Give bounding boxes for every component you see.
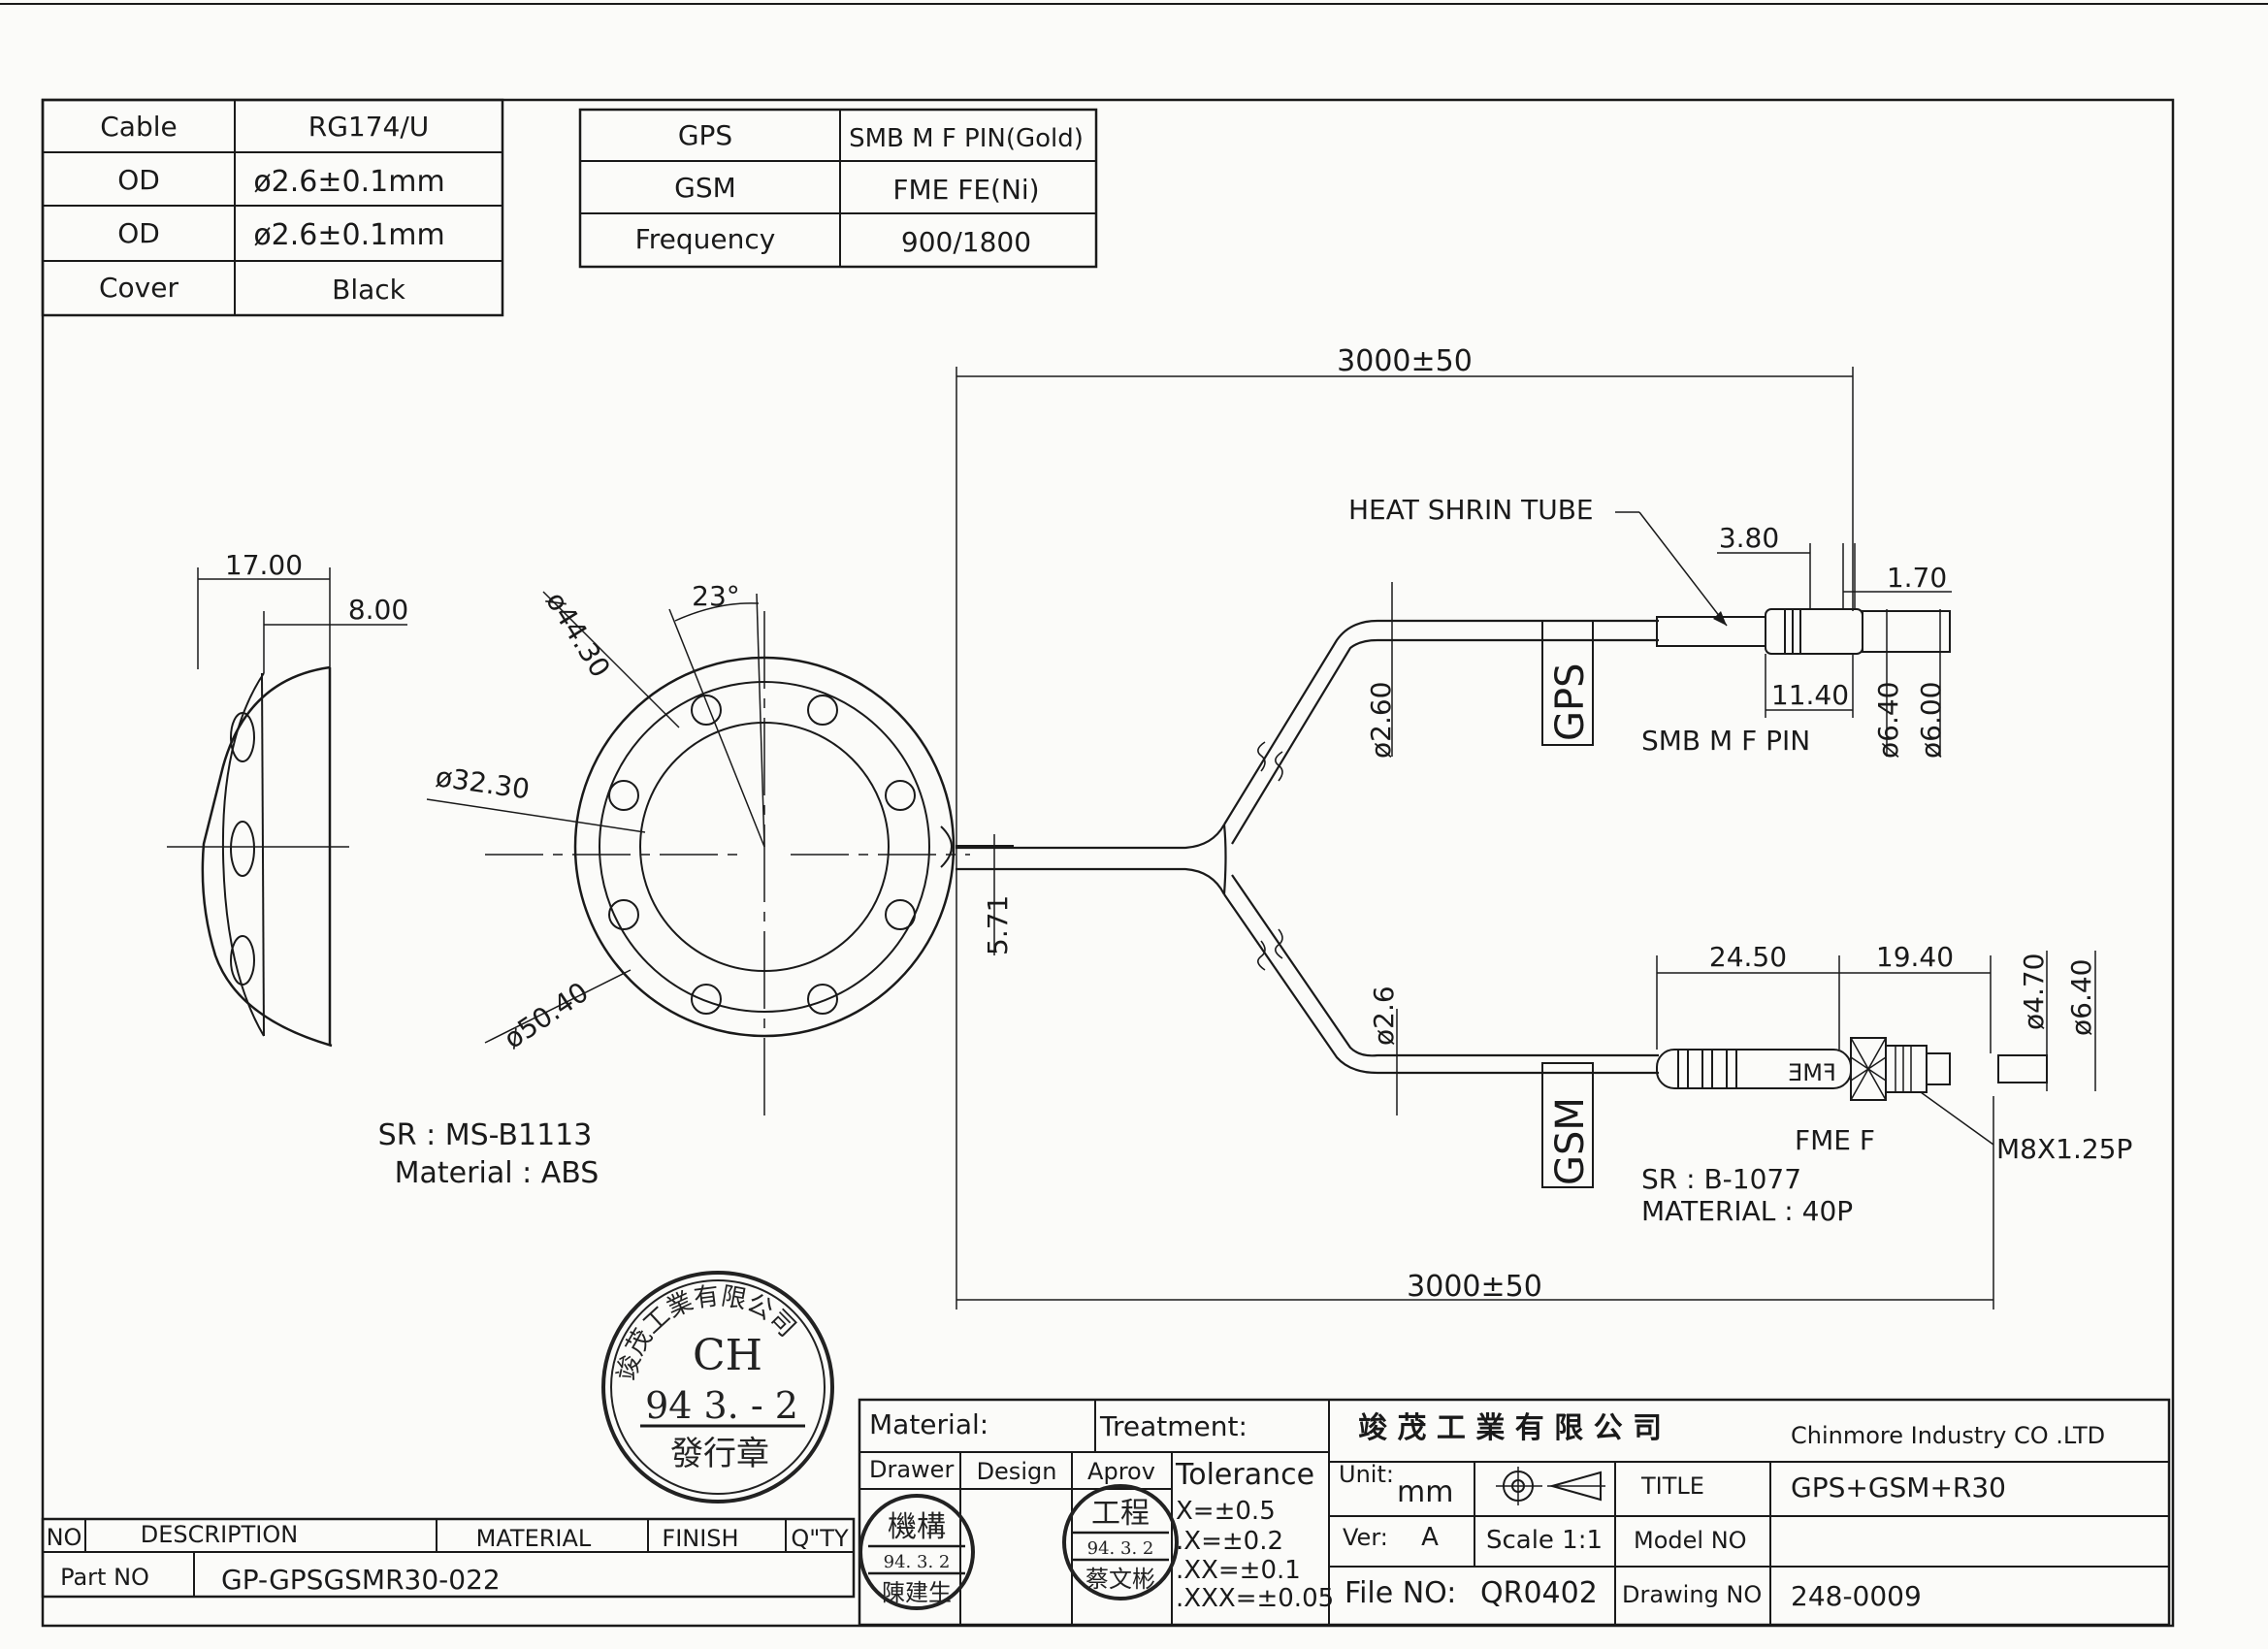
parts-list: NO DESCRIPTION MATERIAL FINISH Q"TY Part…	[41, 1517, 856, 1599]
tb-drawing-no-label: Drawing NO	[1622, 1581, 1762, 1608]
fme-mark: FME	[1788, 1059, 1836, 1086]
od-value-1: ø2.6±0.1mm	[253, 165, 444, 199]
dim-smb-380: 3.80	[1719, 522, 1779, 554]
tb-model-no-label: Model NO	[1634, 1527, 1747, 1554]
dim-fme-1940: 19.40	[1876, 941, 1954, 973]
fme-f-label: FME F	[1795, 1124, 1875, 1156]
frequency-value: 900/1800	[901, 226, 1031, 258]
title-block: Material: Treatment: 竣 茂 工 業 有 限 公 司 Chi…	[858, 1398, 2171, 1627]
cover-label: Cover	[99, 272, 178, 304]
gsm-value: FME FE(Ni)	[892, 174, 1039, 206]
cable-assembly: 5.71 ø2.60 ø2.6 GPS GSM	[956, 344, 2132, 1310]
parts-description-header: DESCRIPTION	[141, 1521, 298, 1548]
antenna-side-view: 17.00 8.00 SR : MS-B1113 Material : ABS	[167, 549, 599, 1190]
material-gsm-text: MATERIAL : 40P	[1641, 1195, 1853, 1227]
cover-value: Black	[332, 274, 406, 306]
dim-smb-170: 1.70	[1887, 562, 1947, 594]
antenna-top-view: 23° ø44.30 ø32.30 ø50.40	[426, 580, 970, 1116]
tb-company-cn: 竣 茂 工 業 有 限 公 司	[1358, 1411, 1662, 1445]
tb-file-no-label: File NO:	[1345, 1576, 1456, 1610]
gsm-label: GSM	[674, 172, 736, 204]
aprov-seal: 工程 94. 3. 2 蔡文彬	[1062, 1484, 1179, 1600]
drawer-seal-top: 機構	[888, 1510, 946, 1544]
company-seal-date: 94 3. - 2	[645, 1384, 798, 1427]
tb-title-label: TITLE	[1640, 1472, 1704, 1500]
parts-material-header: MATERIAL	[476, 1525, 592, 1552]
aprov-seal-name: 蔡文彬	[1085, 1566, 1155, 1593]
od-value-2: ø2.6±0.1mm	[253, 218, 444, 252]
tb-tol-3: .XX=±0.1	[1176, 1556, 1301, 1585]
dim-length-bottom: 3000±50	[1407, 1270, 1542, 1304]
dim-fme-2450: 24.50	[1709, 941, 1787, 973]
dim-side-depth: 8.00	[348, 594, 408, 626]
part-no-label: Part NO	[60, 1564, 149, 1591]
dim-gsm-cable-d: ø2.6	[1368, 986, 1400, 1046]
drawer-seal: 機構 94. 3. 2 陳建生	[859, 1494, 975, 1610]
tb-ver-value: A	[1421, 1523, 1439, 1552]
dim-cable-exit: 5.71	[982, 895, 1014, 955]
smb-pin-label: SMB M F PIN	[1641, 725, 1810, 757]
company-seal: 竣茂工業有限公司 CH 94 3. - 2 發行章	[601, 1271, 834, 1504]
dim-d50: ø50.40	[498, 976, 594, 1055]
tb-unit-label: Unit:	[1339, 1461, 1394, 1488]
parts-qty-header: Q"TY	[791, 1525, 849, 1552]
dim-fme-d470: ø4.70	[2018, 954, 2050, 1030]
company-seal-top: CH	[693, 1331, 762, 1380]
gps-value: SMB M F PIN(Gold)	[849, 124, 1084, 153]
dim-smb-1140: 11.40	[1771, 679, 1849, 711]
material-antenna-text: Material : ABS	[395, 1156, 599, 1190]
tb-tol-1: X=±0.5	[1176, 1497, 1276, 1526]
dim-side-width: 17.00	[225, 549, 303, 581]
sr-antenna-text: SR : MS-B1113	[378, 1118, 593, 1152]
cable-value: RG174/U	[308, 111, 430, 143]
dim-smb-d600: ø6.00	[1915, 682, 1947, 759]
tb-file-no-value: QR0402	[1480, 1576, 1598, 1610]
part-no-value: GP-GPSGSMR30-022	[221, 1564, 501, 1596]
tb-scale: Scale 1:1	[1486, 1526, 1603, 1555]
gsm-tag: GSM	[1548, 1097, 1593, 1185]
tb-aprov: Aprov	[1087, 1458, 1155, 1485]
tb-title-value: GPS+GSM+R30	[1791, 1471, 2006, 1504]
drawing-border	[41, 98, 2175, 1628]
tb-material: Material:	[869, 1408, 988, 1440]
dim-gps-cable-d: ø2.60	[1365, 682, 1397, 759]
dim-fme-d640: ø6.40	[2065, 959, 2097, 1036]
frequency-label: Frequency	[635, 223, 776, 255]
od-label-1: OD	[117, 164, 160, 196]
drawer-seal-name: 陳建生	[882, 1579, 952, 1606]
tb-tol-2: .X=±0.2	[1176, 1527, 1283, 1556]
od-label-2: OD	[117, 217, 160, 249]
dim-d32: ø32.30	[434, 760, 532, 805]
dim-d44: ø44.30	[539, 586, 617, 683]
drawer-seal-date: 94. 3. 2	[884, 1552, 951, 1572]
projection-symbol-icon	[1496, 1467, 1605, 1505]
tb-company-en: Chinmore Industry CO .LTD	[1791, 1422, 2105, 1449]
parts-no-header: NO	[47, 1524, 82, 1551]
parts-finish-header: FINISH	[662, 1525, 738, 1552]
gps-label: GPS	[678, 119, 732, 151]
heat-shrink-label: HEAT SHRIN TUBE	[1348, 494, 1594, 526]
tb-unit-value: mm	[1397, 1475, 1453, 1509]
tb-drawer: Drawer	[869, 1456, 954, 1483]
aprov-seal-top: 工程	[1091, 1497, 1150, 1531]
tb-drawing-no-value: 248-0009	[1791, 1580, 1922, 1612]
tb-treatment: Treatment:	[1099, 1410, 1247, 1442]
spec-table-right: GPS SMB M F PIN(Gold) GSM FME FE(Ni) Fre…	[578, 108, 1098, 269]
dim-angle: 23°	[692, 580, 740, 612]
spec-table-left: Cable RG174/U OD ø2.6±0.1mm OD ø2.6±0.1m…	[41, 98, 504, 317]
thread-label: M8X1.25P	[1996, 1133, 2132, 1165]
cable-label: Cable	[100, 111, 178, 143]
tb-ver-label: Ver:	[1343, 1524, 1388, 1551]
sr-gsm-text: SR : B-1077	[1641, 1163, 1801, 1195]
aprov-seal-date: 94. 3. 2	[1087, 1538, 1154, 1559]
company-seal-bottom: 發行章	[670, 1435, 769, 1473]
tb-tolerance-title: Tolerance	[1175, 1458, 1314, 1492]
dim-smb-d640: ø6.40	[1872, 682, 1904, 759]
tb-design: Design	[977, 1458, 1057, 1485]
tb-tol-4: .XXX=±0.05	[1176, 1584, 1334, 1613]
gps-tag: GPS	[1548, 663, 1593, 741]
dim-length-top: 3000±50	[1337, 344, 1473, 378]
